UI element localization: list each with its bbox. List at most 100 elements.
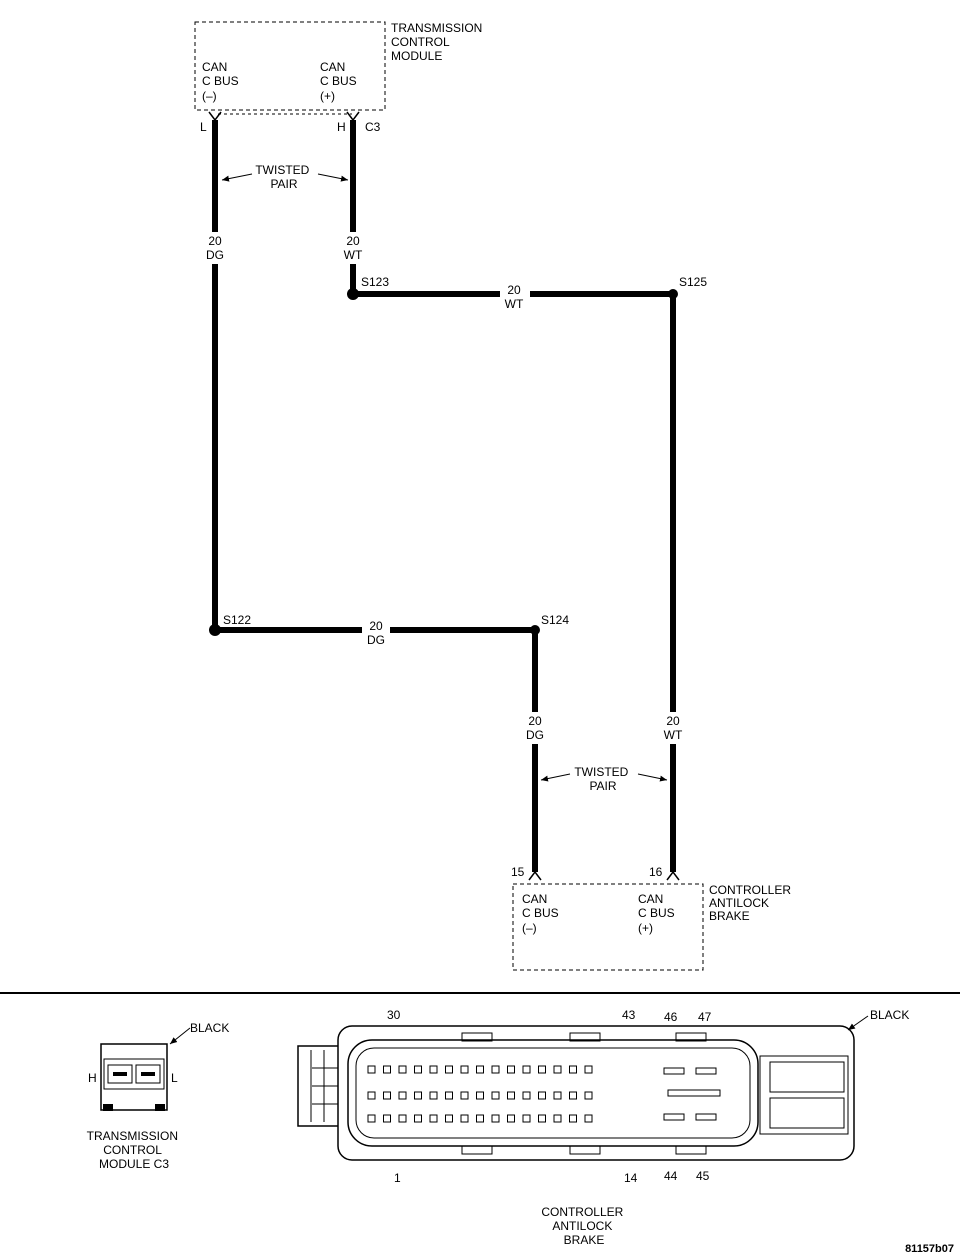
wire-gauge-label: 20 [346, 234, 360, 248]
cab-power-pin-cavity [695, 1067, 717, 1075]
cab-pin-cavity [522, 1065, 531, 1074]
wire-gauge-label: 20 [369, 619, 383, 633]
cab-pin-cavity [476, 1065, 484, 1074]
twisted-pair-top: TWISTED PAIR [221, 163, 349, 191]
cab-connector-caption: CONTROLLER ANTILOCK BRAKE [541, 1205, 626, 1247]
tcm-c3-tab-left [103, 1104, 113, 1111]
tcm-connector-id: C3 [365, 120, 381, 134]
cab-pin-16-terminal-icon [666, 870, 680, 881]
cab-connector-shell [337, 1025, 855, 1161]
cab-connector-face-outer [347, 1039, 759, 1147]
tcm-c3-terminal-l-icon [135, 1064, 161, 1084]
cab-pin-15-number: 15 [511, 865, 525, 879]
cab-connector-face-inner [355, 1047, 751, 1139]
cab-connector-color-label: BLACK [870, 1008, 909, 1022]
twisted-pair-arrow-right [317, 173, 349, 182]
cab-pin-cavity [507, 1091, 515, 1100]
cab-pin-cavity [445, 1114, 453, 1123]
cab-pin-cavity [553, 1114, 562, 1123]
wire-gauge-label: 20 [507, 283, 521, 297]
cab-pin-cavity [522, 1091, 531, 1100]
twisted-pair-arrow-right [637, 773, 668, 782]
tcm-pin-label-can-c-bus-plus: CAN C BUS (+) [320, 60, 360, 103]
cab-power-pin-cavity [695, 1113, 717, 1121]
cab-connector-color-leader [847, 1015, 869, 1031]
cab-pin-label-can-c-bus-minus: CAN C BUS (–) [522, 892, 562, 935]
cab-pin-cavity [383, 1065, 391, 1074]
cab-pin-cavity [429, 1114, 438, 1123]
cab-pin-cavity [398, 1114, 407, 1123]
cab-pin-grid [367, 1065, 721, 1123]
cab-pin-16-number: 16 [649, 865, 663, 879]
cab-pin-number-46: 46 [664, 1010, 678, 1024]
cab-module: 15 16 CONTROLLER ANTILOCK BRAKE CAN C BU… [511, 865, 794, 971]
cab-pin-cavity [491, 1114, 500, 1123]
cab-pin-number-47: 47 [698, 1010, 712, 1024]
tcm-c3-terminal-h-icon [107, 1064, 133, 1084]
tcm-pin-code-l: L [200, 120, 207, 134]
cab-pin-cavity [584, 1065, 593, 1074]
twisted-pair-bottom: TWISTED PAIR [540, 765, 668, 793]
tcm-c3-connector-latch [103, 1058, 165, 1090]
cab-module-name: CONTROLLER ANTILOCK BRAKE [709, 883, 794, 923]
cab-pin-cavity [538, 1091, 546, 1100]
tcm-c3-connector-body [100, 1043, 168, 1111]
twisted-pair-label: TWISTED PAIR [255, 163, 312, 191]
cab-pin-cavity [414, 1091, 422, 1100]
cab-pin-cavity [383, 1091, 391, 1100]
wire-color-label: DG [526, 728, 544, 742]
wire-label-dg-top: 20 DG [206, 234, 224, 262]
cab-pin-cavity [538, 1114, 546, 1123]
cab-connector-latch-upper [769, 1061, 845, 1093]
tcm-pin-l-terminal-icon [208, 111, 222, 122]
cab-pin-cavity [476, 1091, 484, 1100]
wire-dg-circuit [212, 120, 538, 872]
cab-pin-cavity [445, 1091, 453, 1100]
tcm-pin-code-h: H [337, 120, 346, 134]
cab-pin-cavity [429, 1091, 438, 1100]
wire-color-label: WT [664, 728, 683, 742]
cab-pin-cavity [584, 1114, 593, 1123]
wire-gauge-label: 20 [208, 234, 222, 248]
cab-pin-cavity [584, 1091, 593, 1100]
cab-module-box [512, 883, 704, 971]
wire-label-dg-horizontal: 20 DG [367, 619, 385, 647]
tcm-c3-terminal-h-slot [113, 1072, 127, 1076]
cab-connector-key [569, 1032, 601, 1042]
cab-pin-cavity [460, 1065, 469, 1074]
cab-center-key-slot [667, 1089, 721, 1097]
cab-connector-latch [759, 1055, 849, 1135]
cab-connector-key [675, 1032, 707, 1042]
cab-pin-cavity [383, 1114, 391, 1123]
splice-s124-dot [530, 625, 540, 635]
tcm-pin-h-terminal-icon [346, 111, 360, 122]
cab-pin-cavity [553, 1065, 562, 1074]
tcm-module-box [194, 21, 386, 111]
cab-pin-number-45: 45 [696, 1169, 710, 1183]
cab-pin-cavity [414, 1065, 422, 1074]
splice-s122-dot [209, 624, 221, 636]
splice-s122-label: S122 [223, 613, 251, 627]
twisted-pair-label: TWISTED PAIR [574, 765, 631, 793]
cab-connector-key [569, 1145, 601, 1155]
splice-s123-dot [347, 288, 359, 300]
cab-pin-cavity [367, 1091, 376, 1100]
splice-s123-label: S123 [361, 275, 389, 289]
wire-color-label: WT [344, 248, 363, 262]
wire-gauge-label: 20 [666, 714, 680, 728]
cab-pin-cavity [429, 1065, 438, 1074]
tcm-c3-pin-h-label: H [88, 1071, 97, 1085]
cab-pin-number-43: 43 [622, 1008, 636, 1022]
cab-pin-cavity [491, 1065, 500, 1074]
cab-pin-number-1: 1 [394, 1171, 401, 1185]
splice-s125-label: S125 [679, 275, 707, 289]
cab-pin-label-can-c-bus-plus: CAN C BUS (+) [638, 892, 678, 935]
cab-pin-cavity [569, 1091, 577, 1100]
figure-id: 81157b07 [905, 1243, 954, 1255]
cab-power-pin-cavity [663, 1113, 685, 1121]
tcm-c3-connector-view: H L BLACK TRANSMISSION CONTROL MODULE C3 [87, 1021, 230, 1171]
cab-pin-cavity [414, 1114, 422, 1123]
tcm-pin-label-can-c-bus-minus: CAN C BUS (–) [202, 60, 242, 103]
wire-label-dg-bottom: 20 DG [526, 714, 544, 742]
